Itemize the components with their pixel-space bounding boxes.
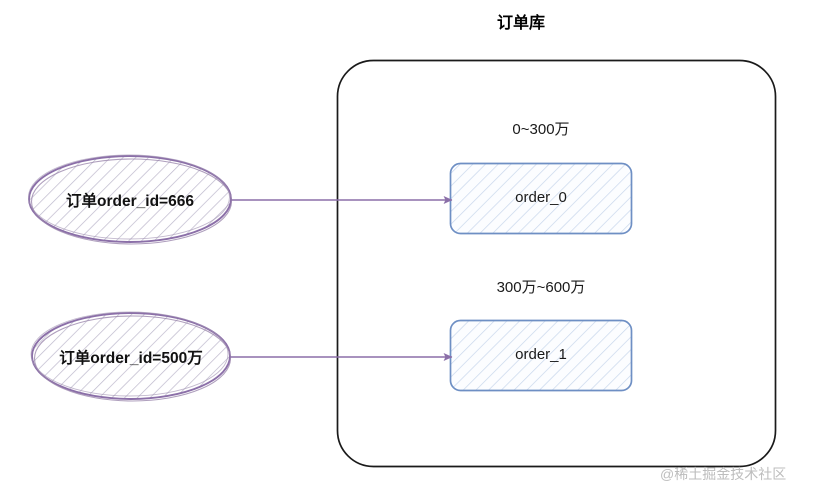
shard-range-label-0: 0~300万 bbox=[512, 121, 570, 138]
source-label-0: 订单order_id=666 bbox=[66, 193, 194, 210]
page-title: 订单库 bbox=[496, 15, 545, 32]
source-ellipse-0[interactable] bbox=[28, 154, 233, 245]
shard-range-label-1: 300万~600万 bbox=[496, 279, 586, 296]
source-label-1: 订单order_id=500万 bbox=[59, 350, 203, 367]
source-ellipse-1[interactable] bbox=[30, 311, 232, 402]
shard-name-order_0: order_0 bbox=[515, 189, 567, 206]
order-database-container bbox=[336, 59, 777, 468]
watermark: @稀土掘金技术社区 bbox=[660, 466, 787, 482]
shard-name-order_1: order_1 bbox=[515, 346, 567, 363]
